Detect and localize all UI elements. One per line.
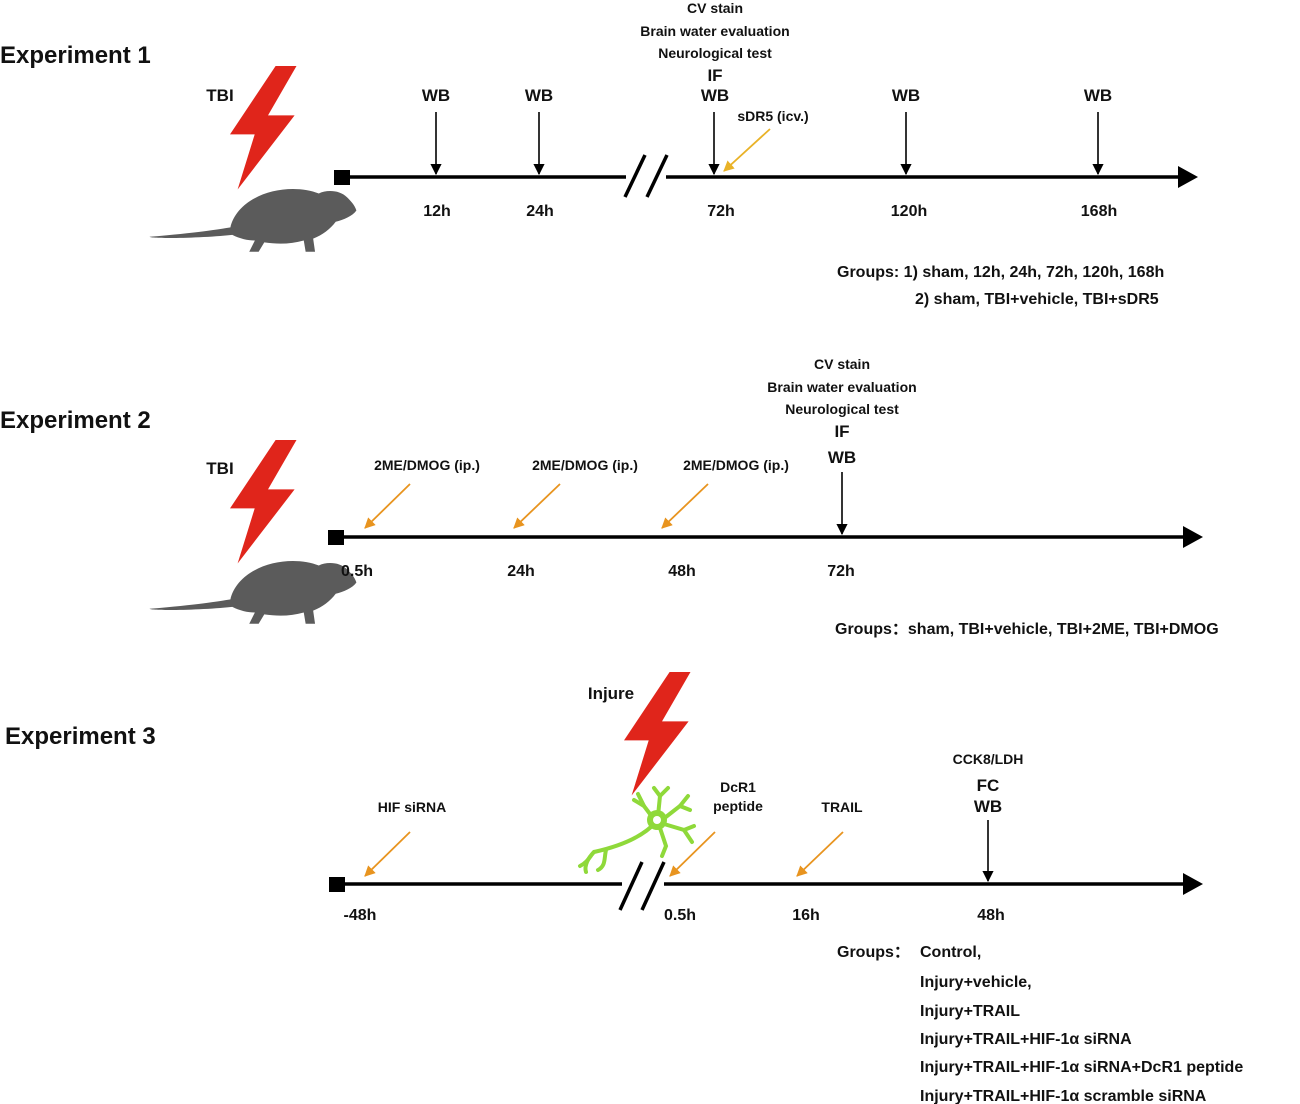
wb-label: WB: [1084, 86, 1112, 105]
wb-label: WB: [422, 86, 450, 105]
assessment-label: WB: [974, 797, 1002, 816]
treatment-arrow: [796, 831, 844, 877]
neuron-icon: [578, 786, 696, 874]
injury-label: TBI: [206, 459, 233, 478]
group-item: Injury+TRAIL+HIF-1α scramble siRNA: [920, 1088, 1207, 1104]
injury-label: TBI: [206, 86, 233, 105]
timepoint-label: 48h: [977, 907, 1005, 924]
groups-text: 2) sham, TBI+vehicle, TBI+sDR5: [915, 291, 1159, 308]
injury-label: Injure: [588, 684, 634, 703]
group-item: Injury+TRAIL: [920, 1003, 1020, 1020]
treatment-arrow: [723, 128, 771, 172]
group-item: Injury+TRAIL+HIF-1α siRNA+DcR1 peptide: [920, 1059, 1243, 1076]
timepoint-label: 72h: [827, 563, 855, 580]
wb-label: WB: [892, 86, 920, 105]
treatment-arrow: [661, 483, 709, 529]
rat-icon: [149, 561, 357, 624]
treatment-label: 2ME/DMOG (ip.): [683, 457, 789, 473]
assessment-label: CV stain: [814, 356, 870, 372]
treatment-label: 2ME/DMOG (ip.): [532, 457, 638, 473]
treatment-label: TRAIL: [821, 799, 863, 815]
experiment-3-section: Experiment 3 Injure: [5, 672, 1243, 1104]
timeline-arrowhead: [1178, 166, 1198, 188]
timepoint-label: -48h: [344, 907, 377, 924]
timepoint-label: 168h: [1081, 203, 1117, 220]
assessment-label: Neurological test: [658, 45, 772, 61]
wb-label: WB: [525, 86, 553, 105]
treatment-label: peptide: [713, 798, 763, 814]
timepoint-label: 12h: [423, 203, 451, 220]
treatment-arrow: [669, 831, 716, 877]
assessment-label: IF: [707, 66, 722, 85]
timeline-start-marker: [334, 170, 350, 185]
lightning-icon: [230, 66, 297, 190]
experiment-1-title: Experiment 1: [0, 42, 151, 69]
axis-break: [623, 154, 669, 198]
treatment-label: 2ME/DMOG (ip.): [374, 457, 480, 473]
axis-break: [618, 861, 666, 911]
group-item: Injury+TRAIL+HIF-1α siRNA: [920, 1031, 1132, 1048]
timeline-arrowhead: [1183, 873, 1203, 895]
timeline-start-marker: [329, 877, 345, 892]
timepoint-label: 48h: [668, 563, 696, 580]
groups-text: Groups: 1) sham, 12h, 24h, 72h, 120h, 16…: [837, 264, 1164, 281]
experiment-2-title: Experiment 2: [0, 407, 151, 434]
group-item: Injury+vehicle,: [920, 974, 1032, 991]
assessment-label: Neurological test: [785, 401, 899, 417]
experiment-3-title: Experiment 3: [5, 723, 156, 750]
assessment-label: WB: [701, 86, 729, 105]
timepoint-label: 24h: [526, 203, 554, 220]
timepoint-label: 0.5h: [341, 563, 373, 580]
groups-label: Groups：: [837, 944, 910, 961]
treatment-arrow: [364, 831, 411, 877]
experiment-1-section: Experiment 1 TBI CV stain Brain water ev…: [0, 0, 1198, 308]
experiment-2-section: Experiment 2 TBI CV stain Brain water ev…: [0, 356, 1219, 638]
treatment-arrow: [364, 483, 411, 529]
assessment-label: IF: [834, 422, 849, 441]
group-item: Control,: [920, 944, 981, 961]
assessment-label: FC: [977, 776, 1000, 795]
assessment-label: WB: [828, 448, 856, 467]
lightning-icon: [230, 440, 297, 564]
timeline-start-marker: [328, 530, 344, 545]
timepoint-label: 72h: [707, 203, 735, 220]
assessment-label: Brain water evaluation: [767, 379, 916, 395]
assessment-label: CV stain: [687, 0, 743, 16]
assessment-label: Brain water evaluation: [640, 23, 789, 39]
treatment-label: sDR5 (icv.): [737, 108, 808, 124]
treatment-label: DcR1: [720, 779, 756, 795]
timepoint-label: 16h: [792, 907, 820, 924]
rat-icon: [149, 189, 357, 252]
timepoint-label: 0.5h: [664, 907, 696, 924]
groups-text: Groups：sham, TBI+vehicle, TBI+2ME, TBI+D…: [835, 621, 1219, 638]
timepoint-label: 120h: [891, 203, 927, 220]
timeline-arrowhead: [1183, 526, 1203, 548]
treatment-label: HIF siRNA: [378, 799, 446, 815]
timepoint-label: 24h: [507, 563, 535, 580]
treatment-arrow: [513, 483, 561, 529]
assessment-label: CCK8/LDH: [953, 751, 1024, 767]
